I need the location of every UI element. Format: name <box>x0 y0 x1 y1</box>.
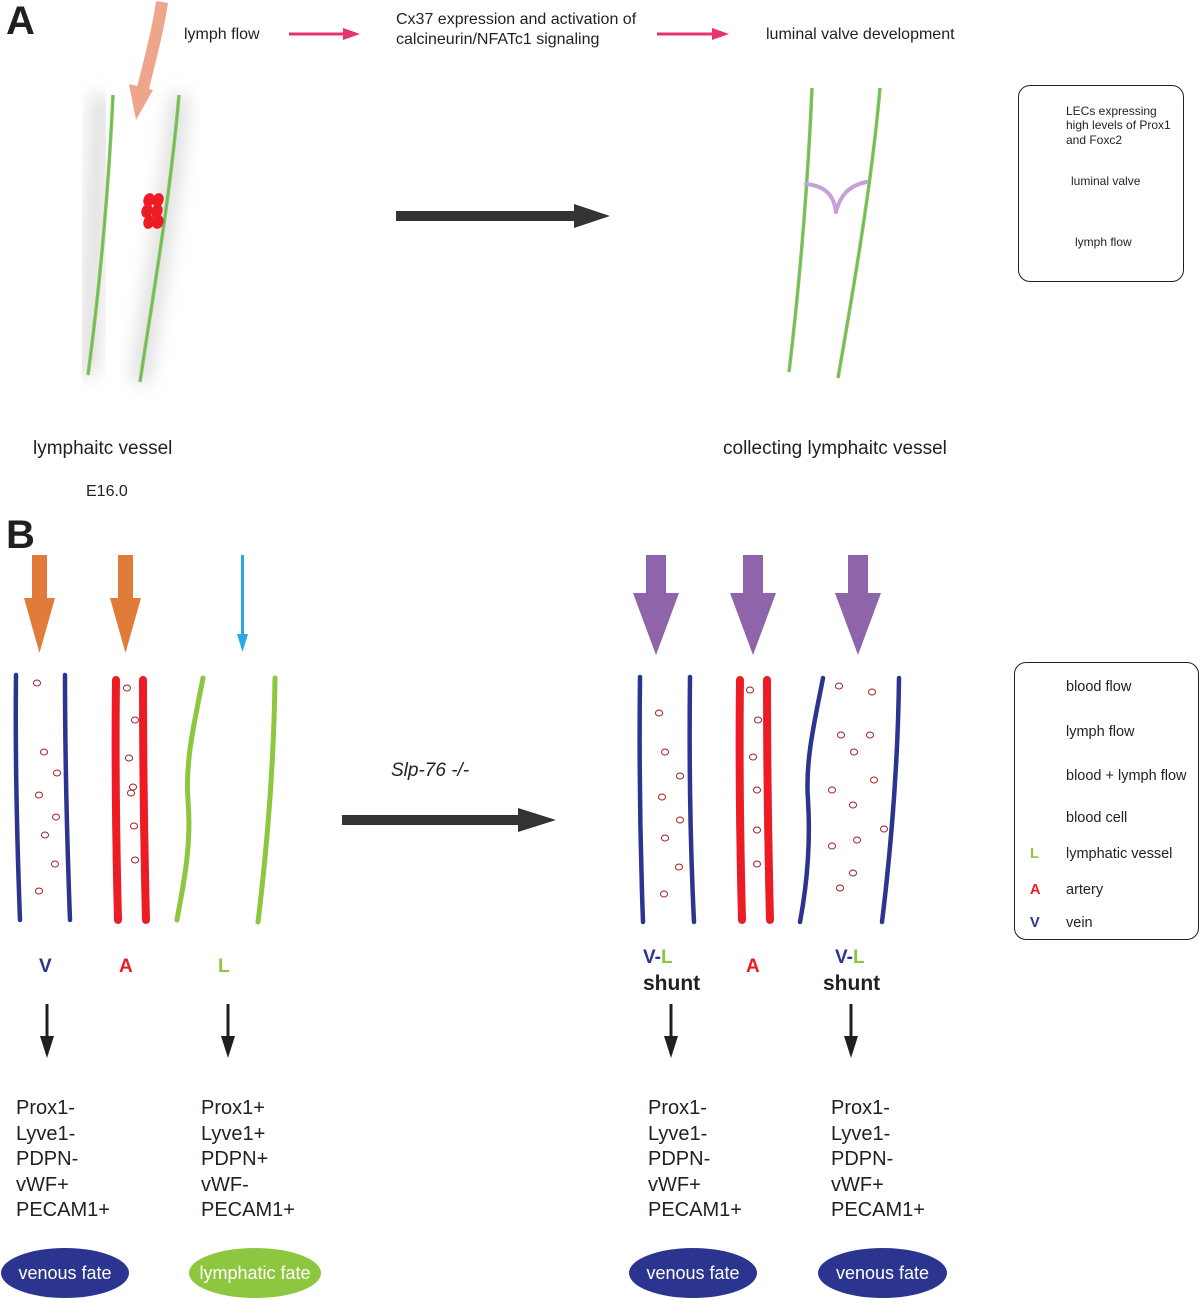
legend-vein-key: V <box>1030 915 1040 931</box>
shunt-2-vl-label: V-L <box>835 947 865 969</box>
blood-lymph-flow-arrow-1 <box>633 555 679 655</box>
blood-lymph-flow-arrow-2 <box>730 555 776 655</box>
blood-cells-vein <box>33 679 61 895</box>
fate-arrow-vein <box>40 1004 54 1058</box>
shunt-1-dash: - <box>654 947 661 968</box>
pink-arrow-2 <box>657 28 729 40</box>
legend-panel-a <box>1018 85 1184 282</box>
blood-flow-arrow-artery <box>110 555 141 653</box>
stage-label: E16.0 <box>86 483 128 500</box>
flow-step-valve-development: luminal valve development <box>766 26 955 43</box>
marker-item: vWF+ <box>648 1173 701 1196</box>
lymphatic-label: L <box>218 956 230 977</box>
fate-lymphatic: lymphatic fate <box>189 1248 321 1298</box>
blood-cells-artery-mutant <box>746 686 762 868</box>
marker-list-shunt-2: Prox1- Lyve1- PDPN- vWF+ PECAM1+ <box>831 1096 925 1224</box>
flow-step-cx37: Cx37 expression and activation of calcin… <box>396 11 637 48</box>
fate-arrow-lymphatic <box>221 1004 235 1058</box>
fate-venous-2: venous fate <box>629 1248 757 1298</box>
blood-cells-shunt-1 <box>655 709 684 898</box>
fate-arrow-shunt-1 <box>664 1004 678 1058</box>
shunt-2-dash: - <box>846 947 853 968</box>
marker-item: Prox1- <box>16 1097 75 1119</box>
legend-blood-cell-label: blood cell <box>1066 810 1128 826</box>
legend-lymph-flow-label-b: lymph flow <box>1066 724 1135 740</box>
marker-item: PECAM1+ <box>648 1199 742 1222</box>
lymphatic-wildtype <box>174 675 278 925</box>
marker-item: PECAM1+ <box>201 1199 295 1222</box>
marker-item: Lyve1- <box>648 1122 708 1145</box>
lymphatic-vessel-label: lymphaitc vessel <box>33 438 173 459</box>
progression-arrow-a <box>396 204 610 228</box>
vein-wildtype <box>13 672 73 923</box>
lymph-flow-arrow <box>237 555 248 652</box>
shunt-1-v: V <box>643 947 655 968</box>
marker-item: Lyve1+ <box>201 1122 266 1145</box>
blood-lymph-flow-arrow-3 <box>835 555 881 655</box>
shunt-1-word: shunt <box>643 972 701 995</box>
legend-lymphatic-vessel-label: lymphatic vessel <box>1066 846 1173 862</box>
panel-label-a: A <box>6 0 35 43</box>
legend-artery-key: A <box>1030 882 1041 898</box>
vein-label: V <box>39 956 52 977</box>
lymph-flow-arrow-pink <box>129 1 168 120</box>
legend-valve-label: luminal valve <box>1071 174 1141 188</box>
artery-wildtype <box>111 676 150 924</box>
shunt-2-v: V <box>835 947 847 968</box>
fate-venous-3: venous fate <box>818 1248 947 1298</box>
legend-artery-label: artery <box>1066 882 1104 898</box>
marker-item: Prox1+ <box>201 1097 265 1119</box>
marker-item: PDPN+ <box>201 1148 269 1171</box>
vl-shunt-vessel-2 <box>797 675 902 925</box>
marker-item: vWF- <box>201 1173 249 1196</box>
shunt-1-l: L <box>660 947 673 968</box>
collecting-vessel-label: collecting lymphaitc vessel <box>723 438 947 459</box>
shunt-2-l: L <box>852 947 865 968</box>
shunt-1-vl-label: V-L <box>643 947 673 969</box>
marker-item: PECAM1+ <box>16 1199 110 1222</box>
legend-panel-b <box>1014 662 1199 940</box>
fate-arrow-shunt-2 <box>844 1004 858 1058</box>
flow-step-lymph-flow: lymph flow <box>184 26 260 43</box>
lymphatic-vessel-e16 <box>79 94 189 384</box>
artery-mutant <box>735 676 774 924</box>
collecting-lymphatic-vessel <box>787 87 882 379</box>
marker-list-lymphatic: Prox1+ Lyve1+ PDPN+ vWF- PECAM1+ <box>201 1096 295 1224</box>
marker-item: PDPN- <box>16 1148 79 1171</box>
shunt-2-word: shunt <box>823 972 881 995</box>
marker-item: vWF+ <box>831 1173 884 1196</box>
marker-item: vWF+ <box>16 1173 69 1196</box>
vl-shunt-vessel-1 <box>637 674 697 925</box>
lec-cluster <box>141 193 164 229</box>
artery-mutant-label: A <box>746 956 760 977</box>
mutant-label: Slp-76 -/- <box>391 760 470 781</box>
legend-blood-flow-label: blood flow <box>1066 679 1132 695</box>
legend-lymphatic-key: L <box>1030 846 1039 862</box>
blood-cells-artery <box>123 684 139 864</box>
marker-item: PDPN- <box>648 1148 711 1171</box>
marker-item: PDPN- <box>831 1148 894 1171</box>
legend-lymph-flow-label: lymph flow <box>1075 235 1132 249</box>
legend-vein-label: vein <box>1066 915 1093 931</box>
fate-venous-1: venous fate <box>1 1248 129 1298</box>
marker-item: Lyve1- <box>831 1122 891 1145</box>
marker-item: Lyve1- <box>16 1122 76 1145</box>
marker-list-shunt-1: Prox1- Lyve1- PDPN- vWF+ PECAM1+ <box>648 1096 742 1224</box>
blood-flow-arrow-vein <box>24 555 55 653</box>
luminal-valve <box>804 180 868 214</box>
legend-blood-lymph-flow-label: blood + lymph flow <box>1066 768 1187 784</box>
artery-label: A <box>119 956 133 977</box>
blood-cells-shunt-2 <box>828 682 888 892</box>
panel-label-b: B <box>6 513 35 557</box>
legend-lec-label: LECs expressing high levels of Prox1 and… <box>1066 104 1171 147</box>
pink-arrow-1 <box>289 28 360 40</box>
marker-item: Prox1- <box>831 1097 890 1119</box>
marker-list-vein: Prox1- Lyve1- PDPN- vWF+ PECAM1+ <box>16 1096 110 1224</box>
marker-item: Prox1- <box>648 1097 707 1119</box>
marker-item: PECAM1+ <box>831 1199 925 1222</box>
mutant-arrow <box>342 808 556 832</box>
